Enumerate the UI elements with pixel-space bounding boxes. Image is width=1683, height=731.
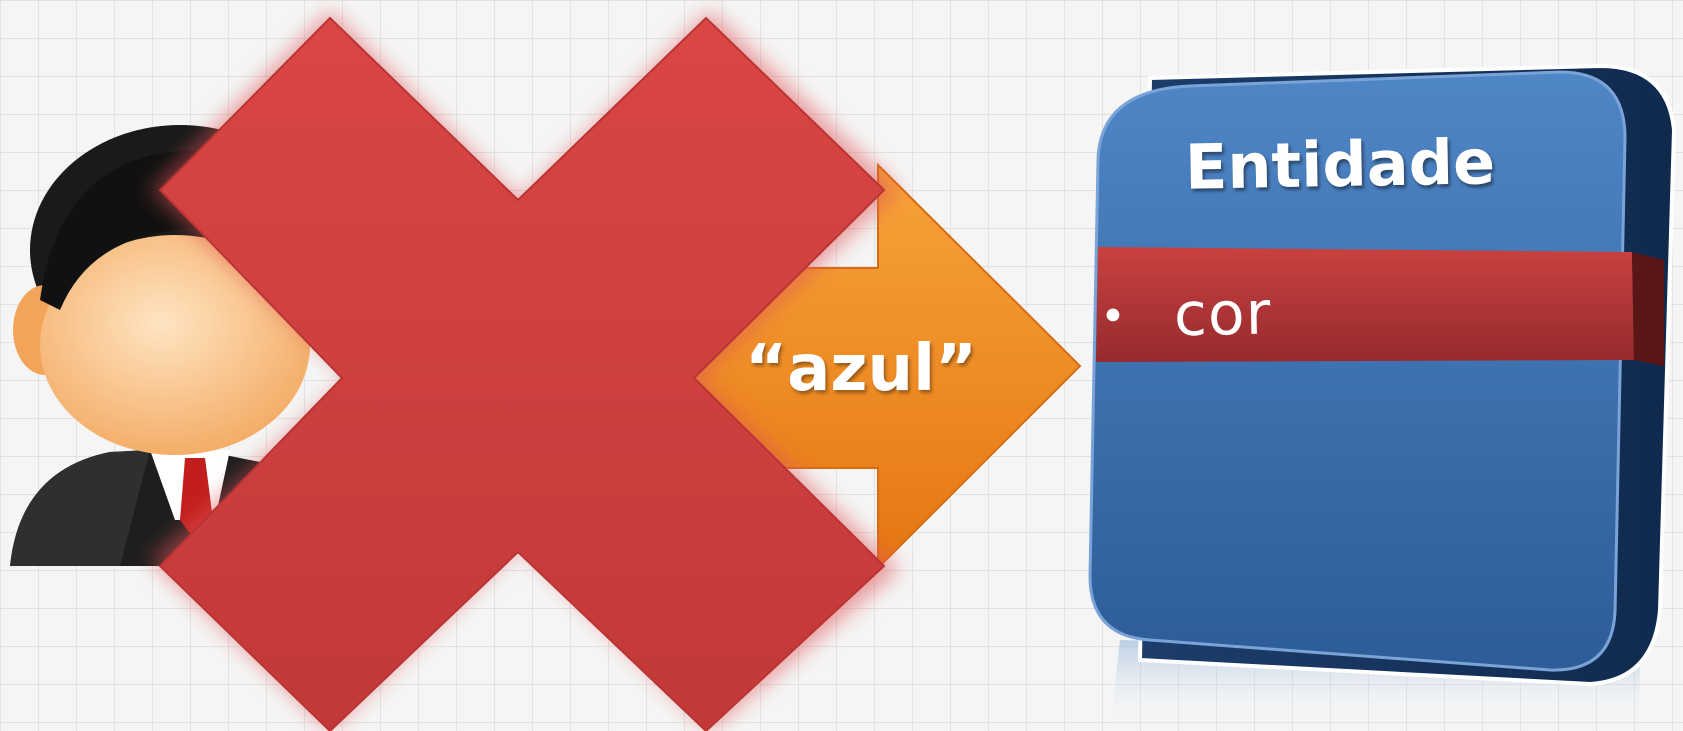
attribute-bullet: • [1099,290,1127,342]
entity-card [1088,63,1677,731]
attribute-label: cor [1173,278,1272,351]
entity-card-face [1088,70,1627,672]
assigned-value-text: “azul” [745,332,978,406]
entity-attribute-row: • cor [1099,269,1272,362]
red-x-icon [150,10,900,731]
entity-title: Entidade [1184,125,1496,204]
attribute-band [1096,247,1634,362]
red-x-shape [158,16,886,731]
attribute-band-side [1632,252,1664,366]
